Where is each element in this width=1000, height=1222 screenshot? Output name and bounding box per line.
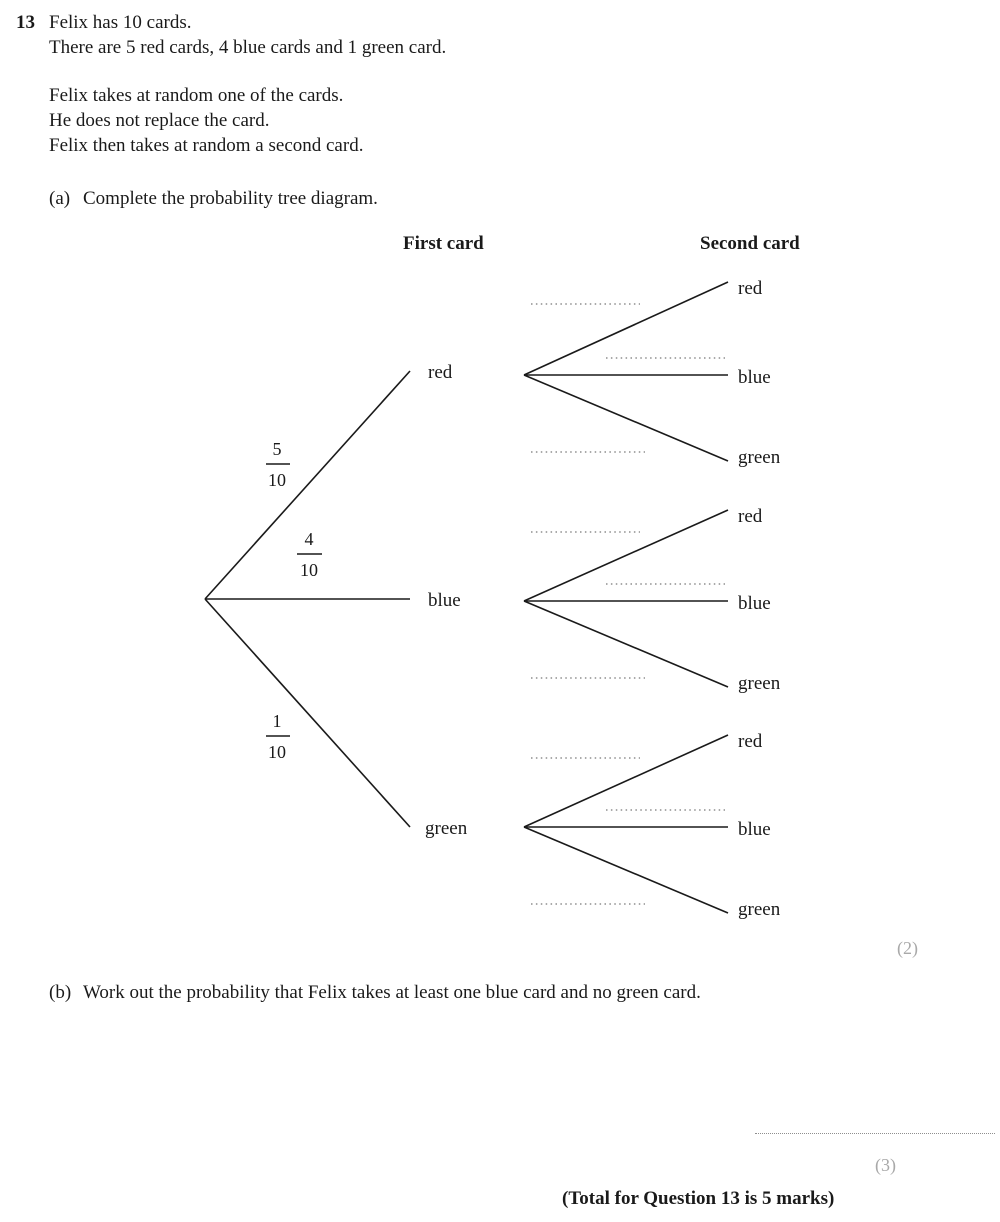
first-card-fraction-blue-denominator: 10 bbox=[300, 560, 318, 580]
part-a-prompt: (a) Complete the probability tree diagram… bbox=[49, 186, 378, 211]
first-card-fraction-red-denominator: 10 bbox=[268, 470, 286, 490]
second-card-group-from-blue: red blue green bbox=[523, 506, 781, 694]
stem-line-3: Felix takes at random one of the cards. bbox=[49, 85, 344, 106]
part-b-text: Work out the probability that Felix take… bbox=[83, 982, 701, 1003]
first-card-fraction-red-numerator: 5 bbox=[273, 439, 282, 459]
part-a-marks: (2) bbox=[897, 938, 918, 958]
first-card-label-blue: blue bbox=[428, 590, 461, 611]
part-b-prompt: (b) Work out the probability that Felix t… bbox=[49, 980, 701, 1005]
first-card-branch-green: 1 10 green bbox=[204, 598, 468, 839]
second-card-label-red-green: green bbox=[738, 447, 781, 468]
first-card-branch-red: 5 10 red bbox=[204, 362, 453, 600]
stem-line-2: There are 5 red cards, 4 blue cards and … bbox=[49, 37, 447, 58]
first-card-fraction-green-numerator: 1 bbox=[273, 711, 282, 731]
second-card-group-from-red: red blue green bbox=[523, 278, 781, 468]
second-card-label-blue-green: green bbox=[738, 673, 781, 694]
second-card-label-green-green: green bbox=[738, 899, 781, 920]
second-card-label-green-red: red bbox=[738, 731, 763, 752]
first-card-fraction-green-denominator: 10 bbox=[268, 742, 286, 762]
question-number: 13 bbox=[16, 12, 35, 33]
probability-tree-diagram: 5 10 red 4 10 blue 1 10 green bbox=[0, 225, 1000, 935]
second-card-label-red-red: red bbox=[738, 278, 763, 299]
second-card-label-red-blue: blue bbox=[738, 367, 771, 388]
first-card-label-green: green bbox=[425, 818, 468, 839]
second-card-label-blue-red: red bbox=[738, 506, 763, 527]
stem-line-5: Felix then takes at random a second card… bbox=[49, 135, 364, 156]
question-total-marks: (Total for Question 13 is 5 marks) bbox=[562, 1188, 835, 1209]
heading-first-card: First card bbox=[403, 233, 484, 254]
part-a-text: Complete the probability tree diagram. bbox=[83, 188, 378, 209]
first-card-fraction-blue-numerator: 4 bbox=[305, 529, 314, 549]
question-stem: Felix has 10 cards. There are 5 red card… bbox=[49, 10, 929, 158]
second-card-label-blue-blue: blue bbox=[738, 593, 771, 614]
answer-line-part-b[interactable] bbox=[755, 1133, 995, 1134]
second-card-label-green-blue: blue bbox=[738, 819, 771, 840]
second-card-group-from-green: red blue green bbox=[523, 731, 781, 920]
stem-line-4: He does not replace the card. bbox=[49, 110, 270, 131]
first-card-branch-blue: 4 10 blue bbox=[205, 529, 461, 611]
stem-line-1: Felix has 10 cards. bbox=[49, 12, 192, 33]
stem-blank-line bbox=[49, 60, 929, 83]
heading-second-card: Second card bbox=[700, 233, 800, 254]
first-card-label-red: red bbox=[428, 362, 453, 383]
part-b-marks: (3) bbox=[875, 1155, 896, 1175]
part-a-label: (a) bbox=[49, 188, 71, 209]
part-b-label: (b) bbox=[49, 982, 72, 1003]
